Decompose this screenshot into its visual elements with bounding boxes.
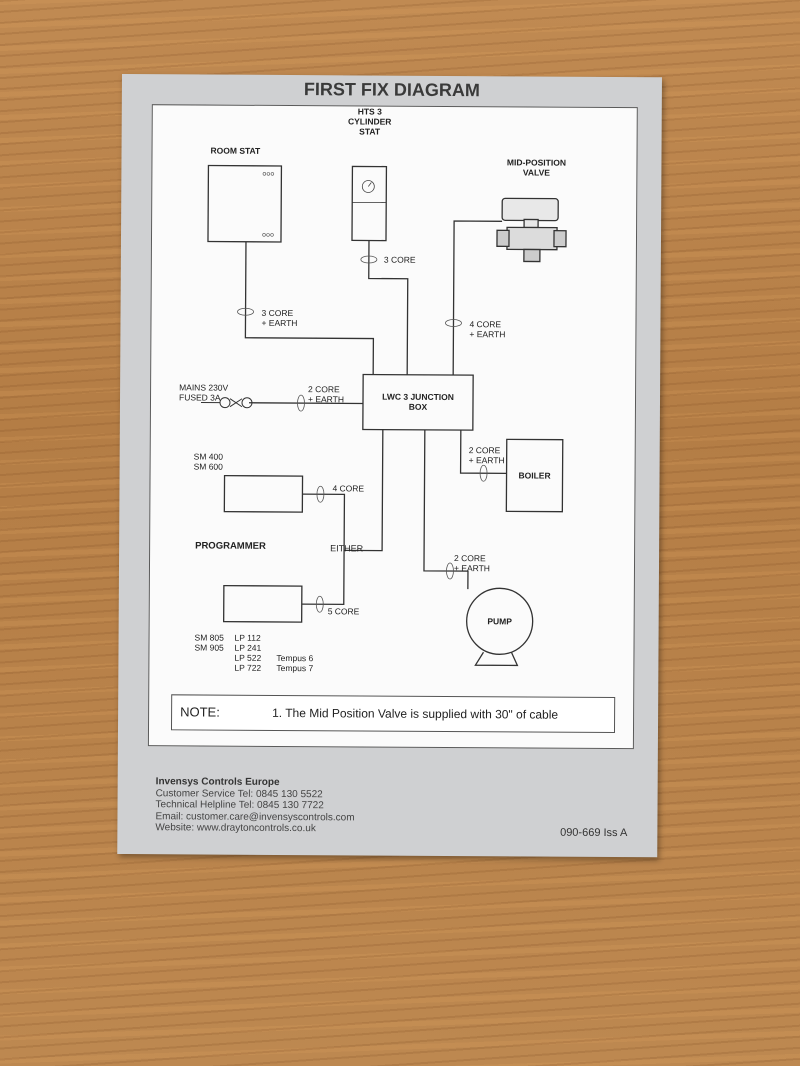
valve-label-line2: VALVE	[522, 167, 550, 178]
model-cell: Tempus 6	[276, 652, 314, 664]
mains-label: MAINS 230V FUSED 3A	[179, 382, 228, 402]
boiler-label: BOILER	[518, 470, 551, 481]
cable-label-programmer-bottom: 5 CORE	[327, 606, 360, 617]
model-cell: LP 722	[234, 662, 262, 673]
model-cell	[194, 662, 234, 672]
cable-label-boiler: 2 CORE + EARTH	[469, 445, 505, 465]
cable-label-room-stat-line2: + EARTH	[261, 317, 298, 329]
mains-label-line2: FUSED 3A	[178, 392, 221, 403]
room-stat-label: ROOM STAT	[210, 145, 261, 156]
cable-label-programmer-top: 4 CORE	[332, 483, 365, 494]
model-cell: SM 905	[194, 642, 224, 653]
website-line: Website: www.draytoncontrols.co.uk	[155, 822, 316, 835]
document-number: 090-669 Iss A	[560, 826, 628, 840]
note-box: NOTE: 1. The Mid Position Valve is suppl…	[170, 694, 616, 734]
pump-label: PUMP	[487, 616, 512, 627]
cable-gland-room-stat	[237, 307, 254, 316]
programmer-models-top: SM 400 SM 600	[194, 451, 223, 471]
cable-gland-mains	[297, 394, 305, 412]
technical-helpline-line: Technical Helpline Tel: 0845 130 7722	[155, 799, 324, 812]
models-row: LP 722 Tempus 7	[194, 662, 313, 673]
footer-contact: Invensys Controls Europe Customer Servic…	[155, 776, 354, 835]
mains-label-line1: MAINS 230V	[179, 382, 229, 393]
company-name: Invensys Controls Europe	[155, 776, 280, 788]
valve-label: MID-POSITION VALVE	[496, 157, 576, 177]
programmer-models-bottom: SM 805 LP 112 SM 905 LP 241 LP 522 Tempu…	[194, 632, 313, 673]
either-label: EITHER	[330, 543, 364, 554]
cable-label-pump-line2: + EARTH	[453, 563, 491, 574]
cable-label-valve-line2: + EARTH	[469, 329, 506, 340]
cylinder-stat-label-line3: STAT	[359, 126, 381, 137]
cable-label-valve-line1: 4 CORE	[469, 319, 502, 330]
junction-box-label-line2: BOX	[408, 401, 428, 412]
model-cell: Tempus 7	[276, 662, 314, 674]
wiring-diagram	[200, 164, 567, 667]
cylinder-stat-label-line1: HTS 3	[357, 106, 382, 117]
note-text: 1. The Mid Position Valve is supplied wi…	[272, 705, 559, 722]
cable-label-pump-line1: 2 CORE	[454, 553, 486, 564]
cable-gland-valve	[445, 319, 462, 327]
programmer-box-bottom	[223, 584, 303, 623]
cable-gland-programmer-bottom	[315, 595, 324, 613]
junction-box	[362, 373, 474, 431]
wiring-diagram-panel: ROOM STAT HTS 3 CYLINDER STAT MID-POSITI…	[147, 104, 638, 750]
cable-label-mains: 2 CORE + EARTH	[308, 384, 344, 404]
cable-label-room-stat-line1: 3 CORE	[261, 307, 294, 319]
cable-label-cylinder-stat: 3 CORE	[383, 254, 416, 265]
instruction-sheet: FIRST FIX DIAGRAM	[117, 74, 662, 858]
cylinder-stat-label-line2: CYLINDER	[347, 116, 392, 127]
programmer-box-top	[223, 474, 304, 513]
note-label: NOTE:	[180, 704, 220, 720]
junction-box-label: LWC 3 JUNCTION BOX	[363, 391, 473, 412]
cable-label-room-stat: 3 CORE + EARTH	[261, 308, 297, 328]
programmer-model: SM 600	[193, 461, 223, 472]
boiler-box	[505, 438, 564, 513]
cable-label-pump: 2 CORE + EARTH	[454, 553, 490, 573]
model-cell: LP 241	[234, 642, 262, 653]
fuse-icon	[200, 397, 253, 409]
cable-label-boiler-line1: 2 CORE	[468, 445, 501, 456]
cable-label-valve: 4 CORE + EARTH	[469, 319, 505, 339]
model-cell	[194, 652, 234, 662]
cable-gland-pump	[446, 562, 454, 580]
cable-gland-cylinder-stat	[360, 255, 378, 264]
cable-label-boiler-line2: + EARTH	[468, 455, 505, 466]
pump-icon	[466, 587, 534, 667]
model-cell: LP 522	[234, 652, 262, 663]
programmer-label: PROGRAMMER	[195, 540, 266, 552]
cable-gland-boiler	[479, 464, 488, 482]
page-title: FIRST FIX DIAGRAM	[303, 79, 480, 101]
cable-label-mains-line1: 2 CORE	[308, 384, 340, 395]
programmer-model: SM 400	[193, 451, 223, 462]
cable-label-mains-line2: + EARTH	[307, 394, 345, 405]
model-cell: LP 112	[234, 632, 261, 643]
valve-label-line1: MID-POSITION	[506, 157, 567, 168]
models-row: SM 805 LP 112	[195, 632, 314, 643]
junction-box-label-line1: LWC 3 JUNCTION	[382, 391, 454, 403]
cylinder-stat-box	[351, 165, 388, 242]
cylinder-stat-label: HTS 3 CYLINDER STAT	[339, 106, 401, 136]
model-cell: SM 805	[194, 632, 224, 643]
cable-gland-programmer-top	[316, 485, 325, 503]
room-stat-box	[207, 164, 283, 243]
mid-position-valve-icon	[496, 197, 567, 263]
cylinder-stat-dial-icon	[361, 180, 375, 193]
